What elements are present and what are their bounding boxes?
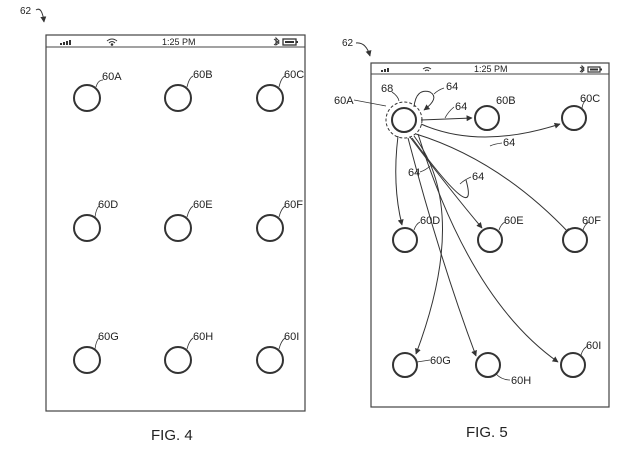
- gesture-ref-leader: [444, 106, 455, 119]
- device-ref-label: 62: [342, 38, 354, 49]
- svg-text:60A: 60A: [334, 95, 354, 107]
- svg-text:60C: 60C: [580, 93, 600, 105]
- node-60i[interactable]: 60I: [560, 340, 601, 378]
- node-60h[interactable]: 60H: [475, 352, 531, 387]
- svg-text:60G: 60G: [430, 355, 451, 367]
- node-60g[interactable]: 60G: [392, 352, 451, 378]
- figure-caption: FIG. 4: [151, 427, 193, 444]
- node-60d[interactable]: 60D: [392, 215, 440, 253]
- svg-text:60A: 60A: [102, 71, 122, 83]
- svg-text:60B: 60B: [496, 95, 516, 107]
- svg-text:60F: 60F: [582, 215, 601, 227]
- status-bar: 1:25 PM: [371, 64, 609, 75]
- node-60c[interactable]: 60C: [256, 69, 304, 112]
- gesture-ref-leader: [489, 142, 503, 147]
- wifi-icon: [106, 38, 118, 46]
- node-60g[interactable]: 60G: [73, 331, 119, 374]
- svg-text:60B: 60B: [193, 69, 213, 81]
- svg-text:60E: 60E: [504, 215, 524, 227]
- svg-text:60C: 60C: [284, 69, 304, 81]
- gesture-ref-leader: [459, 176, 472, 185]
- node-60i[interactable]: 60I: [256, 331, 299, 374]
- svg-text:60I: 60I: [586, 340, 601, 352]
- node-60d[interactable]: 60D: [73, 199, 118, 242]
- figure-4: 62 1:25 PM: [20, 6, 306, 444]
- node-60b[interactable]: 60B: [164, 69, 213, 112]
- selection-ref-leader: [391, 91, 400, 102]
- node-60f[interactable]: 60F: [256, 199, 303, 242]
- wifi-icon: [422, 67, 432, 72]
- gesture-ref-label: 64: [446, 81, 458, 93]
- bluetooth-icon: [273, 36, 280, 46]
- svg-text:60D: 60D: [420, 215, 440, 227]
- device-ref-label: 62: [20, 6, 32, 17]
- svg-text:60F: 60F: [284, 199, 303, 211]
- gesture-paths: [395, 115, 571, 363]
- svg-text:60H: 60H: [511, 375, 531, 387]
- node-60a[interactable]: 60A: [73, 71, 122, 112]
- battery-icon: [282, 38, 298, 46]
- selection-ref-label: 68: [381, 83, 393, 95]
- device-ref-leader: [355, 42, 372, 57]
- gesture-ref-leader: [433, 87, 445, 95]
- gesture-ref-leader: [419, 165, 431, 173]
- gesture-ref-label: 64: [455, 101, 467, 113]
- gesture-ref-label: 64: [472, 171, 484, 183]
- node-60a[interactable]: 60A: [334, 95, 417, 133]
- gesture-ref-label: 64: [503, 137, 515, 149]
- svg-text:60E: 60E: [193, 199, 213, 211]
- node-60e[interactable]: 60E: [164, 199, 213, 242]
- signal-icon: [381, 68, 389, 72]
- figure-5: 62 1:25 PM 68: [334, 38, 610, 441]
- device-ref-leader: [35, 8, 47, 23]
- svg-text:60G: 60G: [98, 331, 119, 343]
- figure-caption: FIG. 5: [466, 424, 508, 441]
- signal-icon: [60, 40, 71, 45]
- svg-text:60D: 60D: [98, 199, 118, 211]
- bluetooth-icon: [579, 64, 585, 74]
- node-60f[interactable]: 60F: [562, 215, 601, 253]
- node-60c[interactable]: 60C: [561, 93, 600, 131]
- gesture-ref-label: 64: [408, 167, 420, 179]
- svg-text:60I: 60I: [284, 331, 299, 343]
- status-time: 1:25 PM: [474, 64, 508, 74]
- status-bar: 1:25 PM: [46, 36, 305, 48]
- node-60b[interactable]: 60B: [474, 95, 516, 131]
- gesture-self-loop: [413, 90, 435, 111]
- node-60h[interactable]: 60H: [164, 331, 213, 374]
- battery-icon: [587, 66, 602, 73]
- svg-text:60H: 60H: [193, 331, 213, 343]
- node-60e[interactable]: 60E: [477, 215, 524, 253]
- status-time: 1:25 PM: [162, 37, 196, 47]
